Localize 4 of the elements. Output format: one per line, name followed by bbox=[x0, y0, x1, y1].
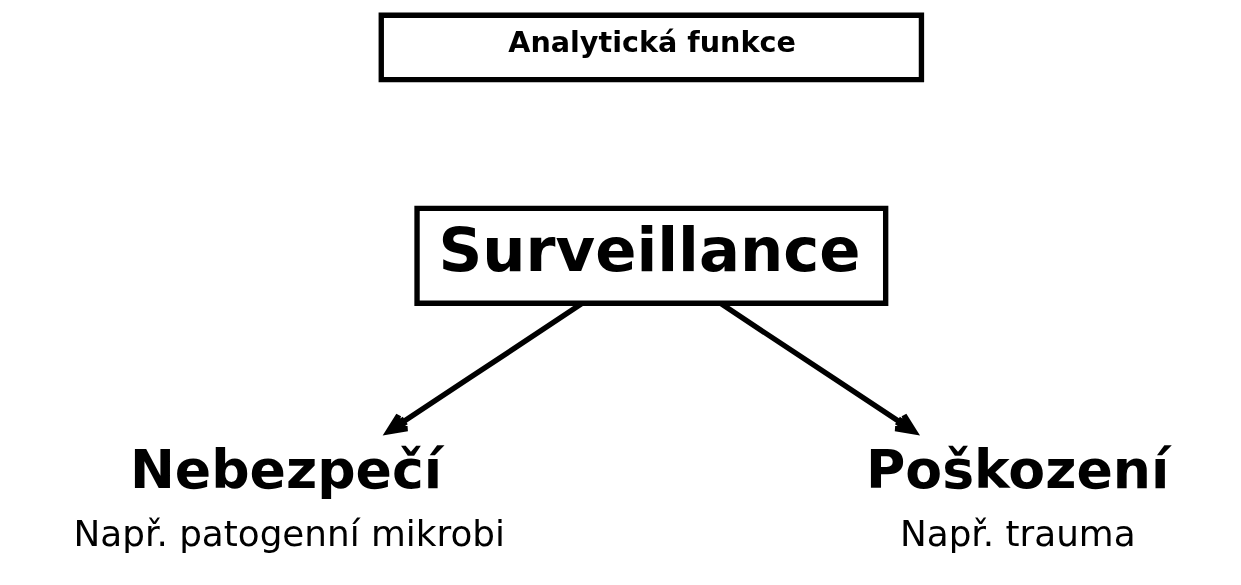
node-box: Analytická funkce bbox=[378, 12, 925, 83]
node-box: Surveillance bbox=[414, 205, 889, 306]
node-text: Nebezpečí Např. patogenní mikrobi bbox=[73, 438, 505, 554]
node-text: Poškození Např. trauma bbox=[865, 438, 1170, 554]
